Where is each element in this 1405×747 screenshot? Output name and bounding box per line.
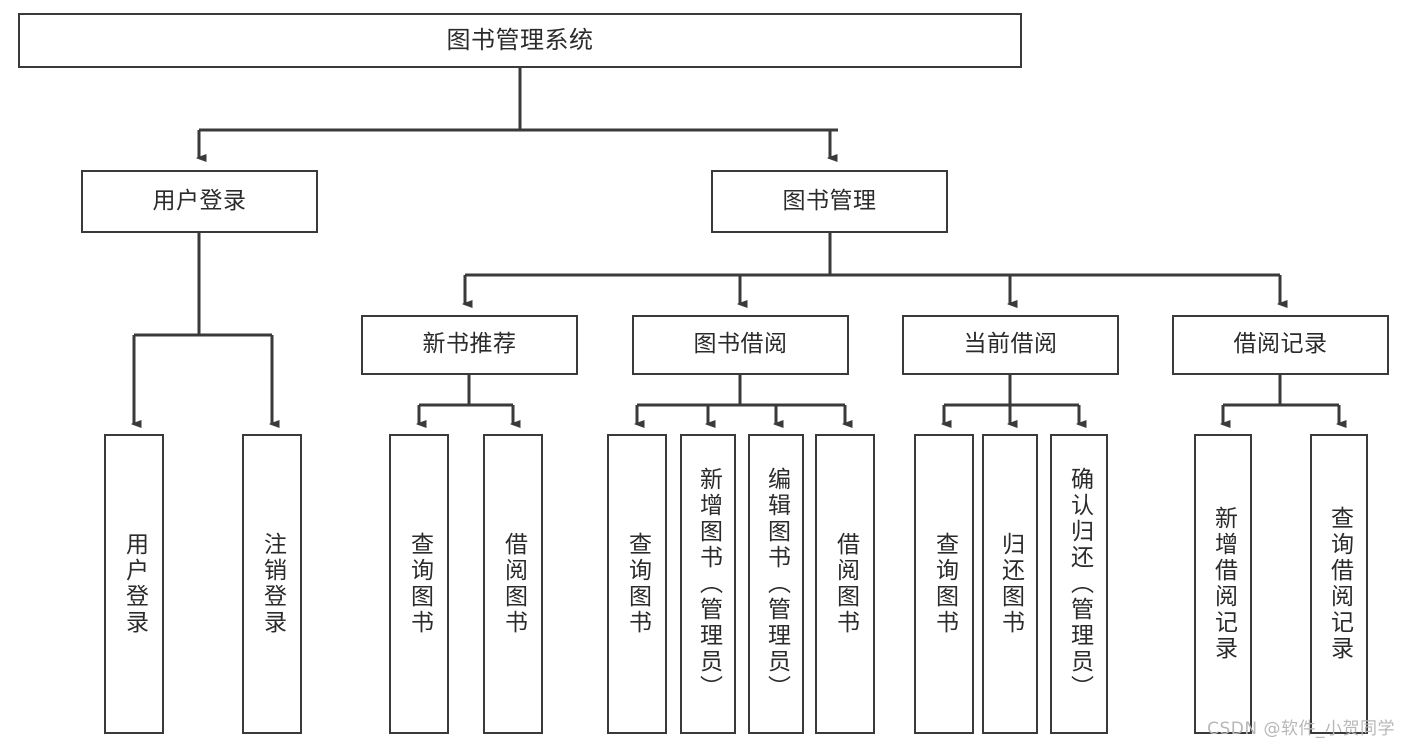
node-leaf-borrow-book-2[interactable]: 借阅图书 — [815, 434, 875, 734]
node-label: 新书推荐 — [422, 331, 517, 358]
node-book-borrow[interactable]: 图书借阅 — [632, 315, 849, 375]
node-label: 用户登录 — [152, 187, 247, 214]
node-borrow-record[interactable]: 借阅记录 — [1172, 315, 1389, 375]
node-label: 图书借阅 — [693, 331, 788, 358]
node-leaf-add-book-admin[interactable]: 新增图书（管理员） — [680, 434, 736, 734]
node-leaf-query-borrow-record[interactable]: 查询借阅记录 — [1310, 434, 1368, 734]
node-root-system[interactable]: 图书管理系统 — [18, 13, 1022, 68]
node-current-borrow[interactable]: 当前借阅 — [902, 315, 1119, 375]
node-label: 查询图书 — [624, 532, 651, 636]
node-new-book-recommend[interactable]: 新书推荐 — [361, 315, 578, 375]
node-label: 归还图书 — [997, 532, 1024, 636]
node-label: 借阅图书 — [500, 532, 527, 636]
node-leaf-edit-book-admin[interactable]: 编辑图书（管理员） — [748, 434, 804, 734]
node-leaf-user-logout[interactable]: 注销登录 — [242, 434, 302, 734]
node-user-login[interactable]: 用户登录 — [81, 170, 318, 233]
node-label: 查询图书 — [931, 532, 958, 636]
node-leaf-add-borrow-record[interactable]: 新增借阅记录 — [1194, 434, 1252, 734]
node-book-management[interactable]: 图书管理 — [711, 170, 948, 233]
node-label: 图书管理 — [782, 187, 877, 214]
node-label: 新增借阅记录 — [1210, 506, 1237, 662]
node-leaf-query-book-2[interactable]: 查询图书 — [607, 434, 667, 734]
node-leaf-confirm-return-admin[interactable]: 确认归还（管理员） — [1050, 434, 1108, 734]
node-leaf-query-book-3[interactable]: 查询图书 — [914, 434, 974, 734]
node-label: 注销登录 — [259, 532, 286, 636]
node-label: 图书管理系统 — [446, 26, 594, 55]
node-label: 查询图书 — [406, 532, 433, 636]
node-label: 新增图书（管理员） — [695, 467, 722, 701]
node-label: 用户登录 — [121, 532, 148, 636]
node-leaf-user-login[interactable]: 用户登录 — [104, 434, 164, 734]
node-label: 查询借阅记录 — [1326, 506, 1353, 662]
node-leaf-query-book-1[interactable]: 查询图书 — [389, 434, 449, 734]
watermark-text: CSDN @软件_小贺同学 — [1207, 719, 1395, 739]
node-label: 借阅记录 — [1233, 331, 1328, 358]
node-label: 当前借阅 — [963, 331, 1058, 358]
node-leaf-return-book[interactable]: 归还图书 — [982, 434, 1038, 734]
node-label: 确认归还（管理员） — [1066, 467, 1093, 701]
node-leaf-borrow-book-1[interactable]: 借阅图书 — [483, 434, 543, 734]
node-label: 编辑图书（管理员） — [763, 467, 790, 701]
node-label: 借阅图书 — [832, 532, 859, 636]
